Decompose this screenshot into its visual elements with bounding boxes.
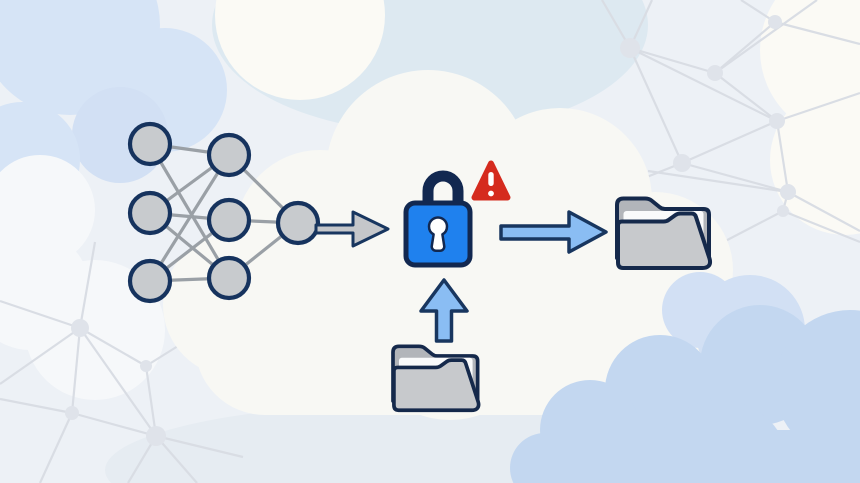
- cloud-bottom-right: [510, 272, 860, 483]
- nn-node-h2: [206, 197, 252, 243]
- mesh-top-right-node-0: [620, 38, 640, 58]
- mesh-bottom-left-edge-0: [79, 327, 147, 367]
- keyhole-icon: [427, 216, 449, 252]
- mesh-top-right-edge-10: [776, 91, 860, 123]
- mesh-top-right-node-3: [769, 113, 785, 129]
- white-haze: [0, 0, 860, 235]
- mesh-bottom-left-node-1: [140, 360, 152, 372]
- nn-edge-i1-h3: [148, 143, 231, 279]
- nn-node-i3: [127, 258, 173, 304]
- mesh-top-right-node-5: [780, 184, 796, 200]
- mesh-bottom-left-edge-10: [38, 412, 74, 483]
- mesh-bottom-left-edge-12: [155, 435, 198, 483]
- mesh-bottom-left-edge-8: [0, 397, 73, 415]
- mesh-top-right-node-4: [673, 154, 691, 172]
- mesh-top-right: [601, 0, 860, 250]
- mesh-top-right-edge-2: [628, 47, 684, 164]
- mesh-top-right-edge-12: [681, 119, 778, 165]
- white-patches-bottom-left: [0, 155, 165, 400]
- arrow-right-gray-icon: [314, 210, 390, 248]
- mesh-top-right-edge-18: [782, 209, 860, 244]
- folder-input-icon: [391, 344, 481, 413]
- mesh-top-right-edge-1: [629, 47, 778, 122]
- warning-triangle-icon: [471, 160, 511, 201]
- mesh-bottom-left-edge-4: [0, 327, 81, 385]
- mesh-top-right-edge-0: [629, 46, 716, 75]
- arrow-up-blue-icon: [419, 278, 469, 343]
- mesh-top-right-edge-15: [787, 191, 860, 232]
- nn-node-h1: [206, 132, 252, 178]
- mesh-bottom-left-edge-6: [144, 365, 158, 437]
- nn-node-i2: [127, 190, 173, 236]
- mesh-top-right-edge-9: [774, 20, 860, 46]
- mesh-bottom-left-edge-9: [71, 411, 157, 438]
- mesh-top-right-edge-11: [775, 120, 790, 193]
- nn-node-h3: [206, 255, 252, 301]
- padlock-icon: [403, 170, 473, 268]
- mesh-bottom-left-edge-2: [79, 327, 157, 437]
- neural-network-icon: [127, 121, 321, 304]
- mesh-bottom-left-edge-5: [78, 241, 97, 329]
- nn-node-o1: [275, 200, 321, 246]
- mesh-bottom-left-node-0: [71, 319, 89, 337]
- mesh-bottom-left-node-3: [146, 426, 166, 446]
- mesh-top-right-edge-6: [714, 72, 778, 122]
- nn-node-i1: [127, 121, 173, 167]
- nn-edge-i3-h1: [148, 154, 231, 282]
- mesh-bottom-left-node-2: [65, 406, 79, 420]
- mesh-top-right-edge-7: [714, 0, 818, 74]
- arrow-right-blue-icon: [499, 210, 608, 254]
- folder-output-icon: [615, 196, 713, 270]
- mesh-bottom-left: [0, 241, 244, 483]
- mesh-top-right-edge-16: [647, 169, 789, 194]
- mesh-top-right-edge-13: [681, 161, 789, 194]
- mesh-top-right-node-1: [707, 65, 723, 81]
- mesh-bottom-left-edge-1: [70, 327, 82, 414]
- mesh-top-right-node-6: [777, 205, 789, 217]
- mesh-bottom-left-edge-13: [155, 434, 244, 459]
- mesh-top-right-node-2: [768, 15, 782, 29]
- mesh-bottom-left-edge-3: [0, 299, 81, 330]
